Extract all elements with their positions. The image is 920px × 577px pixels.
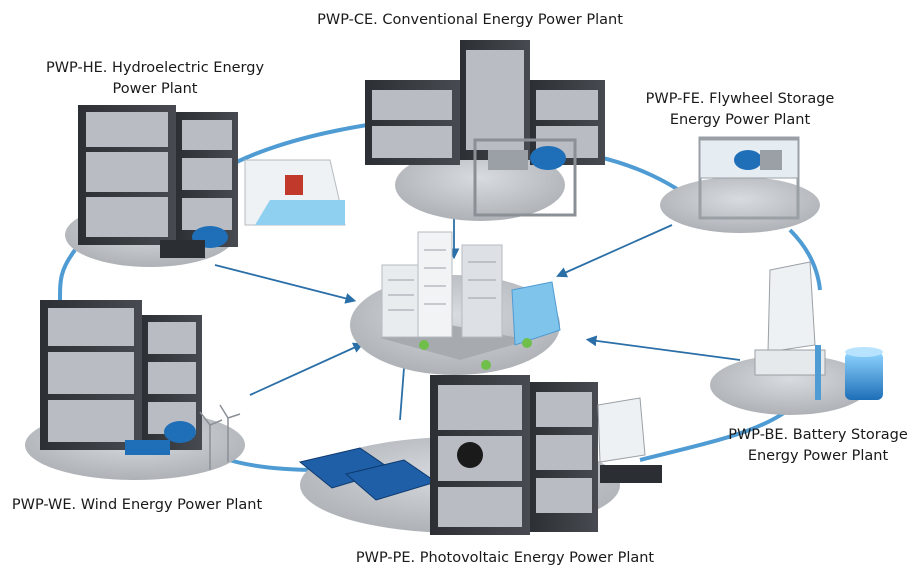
plant-hydroelectric [65, 105, 346, 267]
label-we: PWP-WE. Wind Energy Power Plant [12, 497, 263, 513]
flow-arrows [214, 200, 741, 421]
label-be-line1: PWP-BE. Battery Storage [728, 427, 908, 443]
plant-battery-storage [710, 261, 883, 415]
wind-turbines [199, 404, 241, 470]
city-center-platform [350, 231, 561, 375]
label-he-line2: Power Plant [113, 81, 198, 97]
plant-conventional-energy [365, 40, 605, 221]
building-tower-tall [417, 231, 453, 338]
label-ce: PWP-CE. Conventional Energy Power Plant [317, 12, 623, 28]
building-tower-left [381, 264, 421, 338]
building-tower-mid [461, 244, 503, 338]
plant-wind-energy [25, 300, 245, 480]
label-fe-line1: PWP-FE. Flywheel Storage [646, 91, 835, 107]
building-glass-tower [511, 281, 561, 346]
plant-flywheel-storage [660, 136, 820, 233]
label-pe: PWP-PE. Photovoltaic Energy Power Plant [356, 550, 655, 566]
label-he-line1: PWP-HE. Hydroelectric Energy [46, 60, 265, 76]
label-be-line2: Energy Power Plant [748, 448, 889, 464]
plant-photovoltaic [298, 375, 662, 535]
hydro-dam-illustration [244, 159, 346, 226]
label-fe-line2: Energy Power Plant [670, 112, 811, 128]
